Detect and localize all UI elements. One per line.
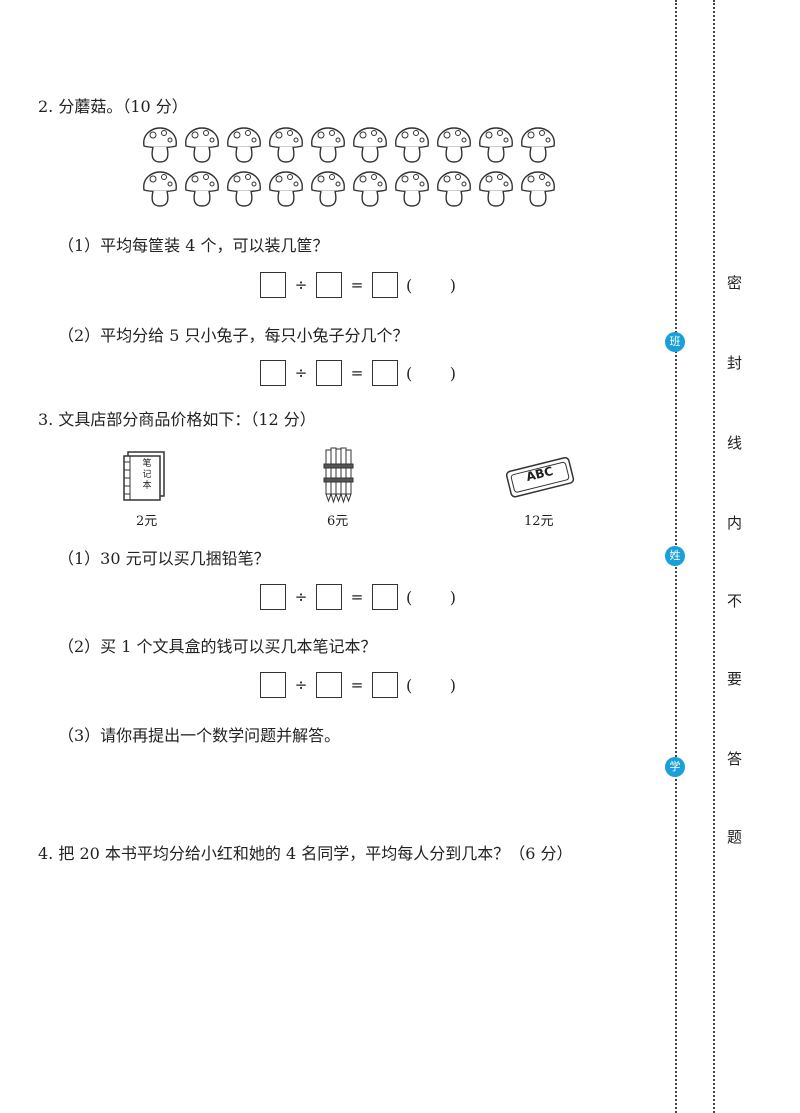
q2-title: 2. 分蘑菇。（10 分） (38, 97, 188, 116)
seal-char: 不 (727, 592, 743, 610)
mushroom-icon (476, 170, 516, 214)
answer-box[interactable] (260, 672, 286, 698)
answer-box[interactable] (260, 584, 286, 610)
mushroom-icon (308, 170, 348, 214)
mushroom-icon (224, 170, 264, 214)
price-pencils: 6元 (327, 514, 349, 529)
answer-box[interactable] (316, 360, 342, 386)
seal-char: 内 (727, 514, 743, 532)
answer-box[interactable] (316, 584, 342, 610)
answer-box[interactable] (260, 272, 286, 298)
mushroom-icon (266, 126, 306, 170)
equation-q2-2: ÷ = () (260, 360, 456, 386)
seal-char: 密 (727, 274, 743, 292)
q2-part2: （2）平均分给 5 只小兔子，每只小兔子分几个？ (58, 326, 409, 345)
seal-char: 题 (727, 828, 743, 846)
divide-sign: ÷ (294, 364, 308, 382)
q3-part3: （3）请你再提出一个数学问题并解答。 (58, 726, 341, 745)
answer-box[interactable] (372, 360, 398, 386)
mushroom-icon (392, 126, 432, 170)
unit-blank[interactable]: () (406, 587, 456, 607)
mushroom-icon (476, 126, 516, 170)
name-marker: 姓 (665, 546, 685, 566)
q2-part1: （1）平均每筐装 4 个，可以装几筐？ (58, 236, 329, 255)
divide-sign: ÷ (294, 676, 308, 694)
equation-q3-2: ÷ = () (260, 672, 456, 698)
answer-box[interactable] (372, 584, 398, 610)
mushroom-icon (434, 126, 474, 170)
price-notebook: 2元 (136, 514, 158, 529)
equation-q2-1: ÷ = () (260, 272, 456, 298)
mushroom-icon (266, 170, 306, 214)
seal-char: 答 (727, 750, 743, 768)
equals-sign: = (350, 276, 364, 294)
mushroom-icon (350, 170, 390, 214)
answer-area[interactable] (38, 870, 618, 1070)
school-marker: 学 (665, 757, 685, 777)
q3-part1: （1）30 元可以买几捆铅笔？ (58, 549, 270, 568)
mushroom-icon (140, 170, 180, 214)
seal-char: 线 (727, 434, 743, 452)
mushroom-icon (518, 126, 558, 170)
answer-box[interactable] (316, 672, 342, 698)
seal-char: 要 (727, 670, 743, 688)
notebook-icon: 笔记本 (122, 450, 170, 506)
binding-line (713, 0, 715, 1113)
q3-part2: （2）买 1 个文具盒的钱可以买几本笔记本？ (58, 637, 377, 656)
mushroom-icon (434, 170, 474, 214)
answer-box[interactable] (372, 272, 398, 298)
divide-sign: ÷ (294, 276, 308, 294)
mushroom-icon (224, 126, 264, 170)
pencil-bundle-icon (320, 446, 360, 510)
seal-char: 封 (727, 354, 743, 372)
mushroom-icon (350, 126, 390, 170)
answer-box[interactable] (316, 272, 342, 298)
unit-blank[interactable]: () (406, 363, 456, 383)
answer-box[interactable] (372, 672, 398, 698)
mushroom-icon (518, 170, 558, 214)
mushroom-icon (182, 170, 222, 214)
unit-blank[interactable]: () (406, 275, 456, 295)
notebook-label: 笔记本 (142, 459, 152, 491)
mushroom-icon (308, 126, 348, 170)
equals-sign: = (350, 588, 364, 606)
mushroom-icon (392, 170, 432, 214)
q4-title: 4. 把 20 本书平均分给小红和她的 4 名同学，平均每人分到几本？（6 分） (38, 844, 573, 863)
divide-sign: ÷ (294, 588, 308, 606)
answer-box[interactable] (260, 360, 286, 386)
mushroom-icon (182, 126, 222, 170)
equals-sign: = (350, 676, 364, 694)
class-marker: 班 (665, 332, 685, 352)
q3-title: 3. 文具店部分商品价格如下：（12 分） (38, 410, 316, 429)
pencil-case-icon: ABC (504, 456, 578, 502)
unit-blank[interactable]: () (406, 675, 456, 695)
price-pencil-case: 12元 (524, 514, 554, 529)
mushroom-icon (140, 126, 180, 170)
answer-area[interactable] (58, 748, 618, 828)
equals-sign: = (350, 364, 364, 382)
equation-q3-1: ÷ = () (260, 584, 456, 610)
